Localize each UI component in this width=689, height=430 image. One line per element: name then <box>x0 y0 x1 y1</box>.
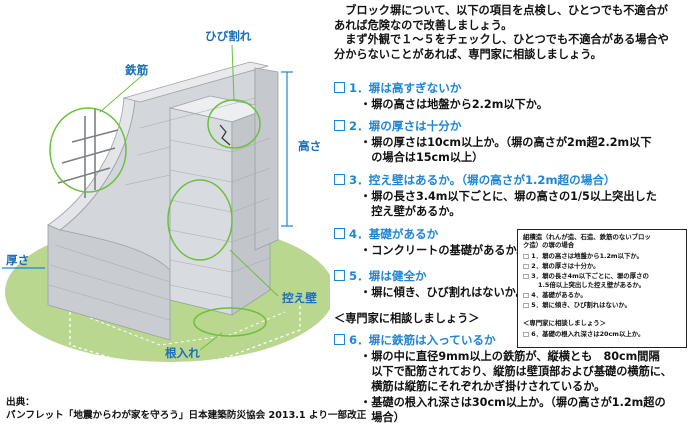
block-joints <box>48 97 271 321</box>
sidebox-title: ク造）の塀の場合 <box>523 241 575 249</box>
check-6-heading: 6．塀に鉄筋は入っているか <box>334 332 496 348</box>
label-thickness: 厚さ <box>6 253 30 267</box>
sidebox-item-6: □ 6．基礎の根入れ深さは20cm以上か。 <box>523 330 645 338</box>
check-1-heading: 1．塀は高すぎないか <box>334 80 461 96</box>
label-embed: 根入れ <box>165 346 200 360</box>
foundation-inner <box>89 311 286 346</box>
check-2-line: の場合は15cm以上） <box>360 151 484 164</box>
check-3-heading: 3．控え壁はあるか。（塀の高さが1.2m超の場合） <box>334 172 616 188</box>
sidebox-item: □ 2．塀の厚さは十分か。 <box>523 262 600 270</box>
source-text: パンフレット「地震からわが家を守ろう」日本建築防災協会 2013.1 より一部改… <box>6 410 367 421</box>
check-2-heading: 2．塀の厚さは十分か <box>334 118 461 134</box>
sidebox-item: □ 5．塀に傾き、ひび割れはないか。 <box>523 301 631 309</box>
block-wall-diagram <box>2 44 330 371</box>
intro-line: 分からないことがあれば、専門家に相談しましょう。 <box>334 47 602 61</box>
sidebox-item: □ 3．塀の長さ4m以下ごとに、塀の厚さの <box>523 272 649 280</box>
check-4-heading: 4．基礎があるか <box>334 226 438 242</box>
check-5-line: ・塀に傾き、ひび割れはないか。 <box>360 286 527 299</box>
label-rebar: 鉄筋 <box>125 63 149 77</box>
sidebox-title: 組積造（れんが造、石造、鉄筋のないブロッ <box>523 233 651 241</box>
intro-line: まず外観で１～５をチェックし、ひとつでも不適合がある場合や <box>334 33 669 47</box>
label-crack: ひび割れ <box>205 29 252 43</box>
check-3-line: ・塀の長さ3.4m以下ごとに、塀の高さの1/5以上突出した <box>360 190 657 203</box>
checkbox-icon <box>334 334 345 345</box>
check-5-heading: 5．塀は健全か <box>334 268 427 284</box>
check-6-line: ・塀の中に直径9mm以上の鉄筋が、縦横とも 80cm間隔 <box>360 350 660 363</box>
checkbox-icon <box>334 228 345 239</box>
checkbox-icon <box>334 82 345 93</box>
sidebox-item: □ 1．塀の高さは地盤から1.2m以下か。 <box>523 252 644 260</box>
checkbox-icon <box>334 120 345 131</box>
check-6-line: ・基礎の根入れ深さは30cm以上か。（塀の高さが1.2m超の <box>360 396 666 409</box>
sidebox-consult: ＜専門家に相談しましょう＞ <box>523 319 607 327</box>
label-buttress: 控え壁 <box>282 291 317 305</box>
intro-line: あれば危険なので改善しましょう。 <box>334 18 513 32</box>
check-4-line: ・コンクリートの基礎があるか。 <box>360 244 528 257</box>
consult-expert: ＜専門家に相談しましょう＞ <box>334 312 480 325</box>
crack-mark <box>219 124 231 146</box>
masonry-checklist-box: 組積造（れんが造、石造、鉄筋のないブロッ ク造）の塀の場合 □ 1．塀の高さは地… <box>517 229 687 348</box>
intro-text: ブロック塀について、以下の項目を点検し、ひとつでも不適合が あれば危険なので改善… <box>334 4 684 62</box>
checkbox-icon <box>334 270 345 281</box>
intro-line: ブロック塀について、以下の項目を点検し、ひとつでも不適合が <box>334 4 668 17</box>
foundation-outline <box>69 298 301 371</box>
source-label: 出典： <box>6 397 35 408</box>
pointer-lines <box>99 44 279 351</box>
highlight-rings <box>49 99 267 337</box>
check-6-line: 以下で配筋されており、縦筋は壁頂部および基礎の横筋に、 <box>360 365 672 378</box>
check-1-line: ・塀の高さは地盤から2.2m以下か。 <box>360 98 548 111</box>
check-3-line: 控え壁があるか。 <box>360 205 461 218</box>
wall-right-end <box>254 67 279 251</box>
sidebox-item: □ 4．基礎があるか。 <box>523 291 587 299</box>
height-dimension <box>281 71 293 227</box>
check-6-line: 横筋は縦筋にそれぞれかぎ掛けされているか。 <box>360 380 606 393</box>
wall-cap <box>122 61 269 103</box>
label-height: 高さ <box>298 139 322 153</box>
rebar-bars <box>57 108 119 198</box>
check-2-line: ・塀の厚さは10cm以上か。（塀の高さが2m超2.2m以下 <box>360 136 652 149</box>
checkbox-icon <box>334 174 345 185</box>
sidebox-item: 1.5倍以上突出した控え壁があるか。 <box>523 281 646 289</box>
check-6-line: 場合） <box>360 411 405 424</box>
